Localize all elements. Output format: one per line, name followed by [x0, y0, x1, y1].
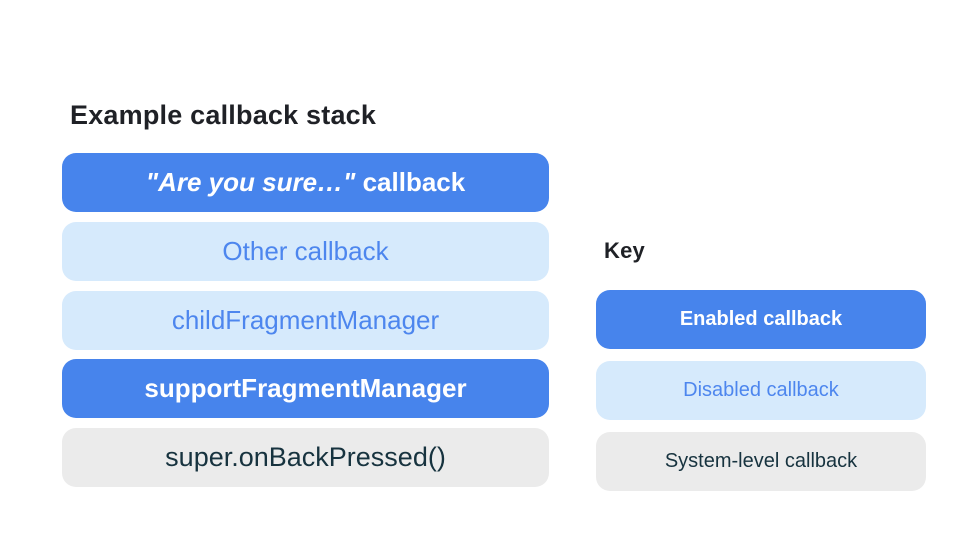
pill-label-rest: callback — [355, 167, 466, 197]
key-label: System-level callback — [664, 450, 858, 472]
stack-pill-child-fragment-manager: childFragmentManager — [62, 291, 549, 350]
key-pill-system-level-callback: System-level callback — [596, 432, 926, 491]
stack-pill-are-you-sure-callback: "Are you sure…" callback — [62, 153, 549, 212]
pill-label-italic: "Are you sure…" — [145, 167, 356, 197]
stack-pill-support-fragment-manager: supportFragmentManager — [62, 359, 549, 418]
key-pill-enabled-callback: Enabled callback — [596, 290, 926, 349]
pill-label: Other callback — [222, 236, 389, 266]
stack-pill-other-callback: Other callback — [62, 222, 549, 281]
key-label: Disabled callback — [683, 379, 839, 401]
key-pill-disabled-callback: Disabled callback — [596, 361, 926, 420]
key-label: Enabled callback — [679, 308, 843, 330]
pill-label: "Are you sure…" callback — [146, 167, 465, 198]
pill-label: supportFragmentManager — [144, 373, 467, 403]
stack-pill-super-on-back-pressed: super.onBackPressed() — [62, 428, 549, 487]
key-title: Key — [604, 238, 645, 263]
pill-label: super.onBackPressed() — [165, 442, 446, 472]
stack-title: Example callback stack — [70, 100, 377, 130]
pill-label: childFragmentManager — [171, 305, 440, 335]
